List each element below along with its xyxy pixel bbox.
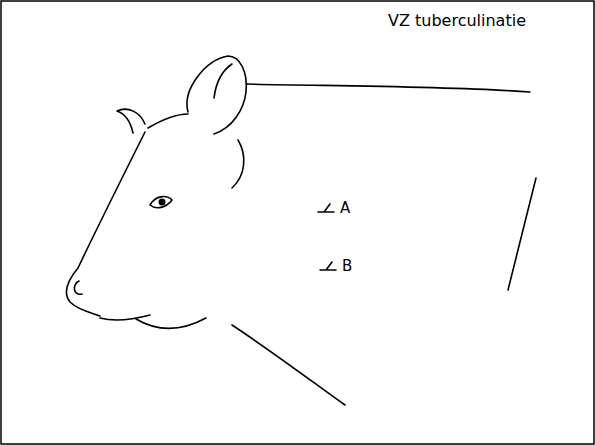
diagram-title: VZ tuberculinatie [388, 11, 526, 30]
head-top [148, 114, 188, 128]
cow-chin [136, 318, 206, 328]
eye-pupil [159, 199, 166, 206]
cow-mouth [100, 315, 150, 320]
injection-mark [318, 204, 334, 212]
cow-eye [150, 197, 172, 208]
face-outline [66, 132, 145, 316]
cow-horn [117, 109, 145, 133]
injection-mark [320, 262, 336, 270]
cow-nostril [74, 281, 82, 294]
ear-inner-line [214, 64, 232, 98]
site-label: A [340, 199, 350, 217]
throat-line [232, 325, 345, 405]
neck-top-line [246, 84, 530, 92]
site-label: B [342, 257, 352, 275]
cow-ear [187, 56, 246, 134]
shoulder-line [508, 178, 536, 290]
cheek-line [232, 140, 244, 188]
